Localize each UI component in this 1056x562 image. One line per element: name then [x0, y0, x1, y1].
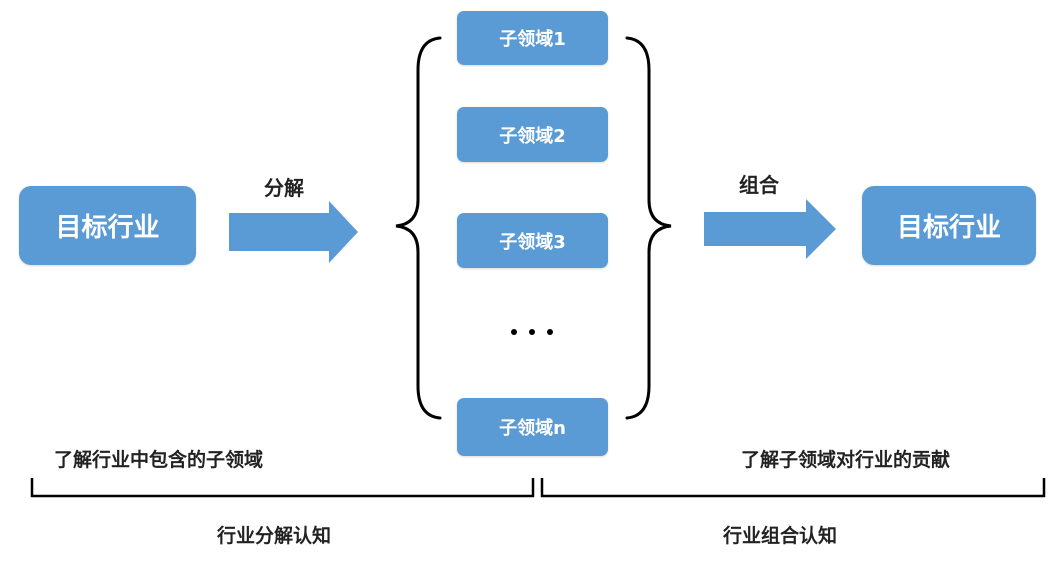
- combine-label: 组合: [739, 173, 779, 197]
- sub-domain-label: 子领域1: [499, 29, 566, 50]
- left-bottom-bracket: [30, 478, 535, 498]
- right-bottom-label: 行业组合认知: [723, 525, 838, 547]
- sub-domain-box-2: 子领域2: [457, 107, 608, 162]
- sub-domain-label: 子领域2: [499, 125, 566, 147]
- combine-arrow: [704, 199, 836, 259]
- ellipsis-text: …: [508, 312, 509, 313]
- left-bottom-label: 行业分解认知: [217, 525, 332, 547]
- right-target-industry-box: 目标行业: [862, 186, 1036, 265]
- sub-domain-label: 子领域3: [499, 231, 566, 253]
- right-caption: 了解子领域对行业的贡献: [741, 449, 951, 471]
- sub-domain-box-n: 子领域n: [457, 398, 608, 456]
- decompose-label: 分解: [264, 176, 304, 200]
- left-caption: 了解行业中包含的子领域: [54, 449, 264, 471]
- right-curly-brace: [625, 36, 672, 420]
- decompose-arrow: [229, 201, 358, 263]
- right-target-industry-label: 目标行业: [896, 213, 1001, 243]
- sub-domain-label: 子领域n: [499, 418, 566, 439]
- sub-domain-box-3: 子领域3: [457, 213, 608, 268]
- ellipsis-dots: [511, 329, 553, 335]
- left-curly-brace: [395, 36, 442, 420]
- sub-domain-box-1: 子领域1: [457, 11, 608, 65]
- left-target-industry-box: 目标行业: [19, 186, 196, 265]
- right-bottom-bracket: [540, 478, 1046, 498]
- left-target-industry-label: 目标行业: [55, 213, 160, 243]
